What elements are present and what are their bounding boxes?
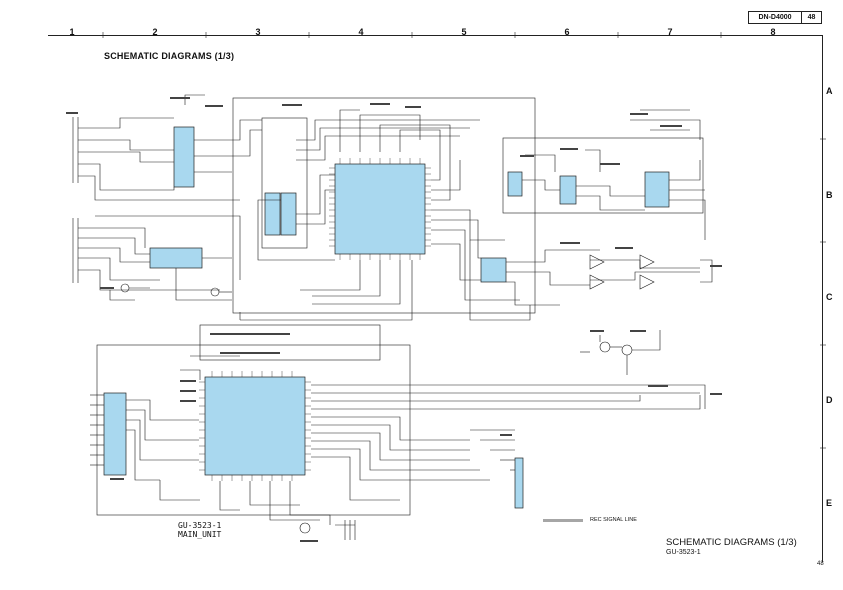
bottom-title: SCHEMATIC DIAGRAMS (1/3) [666, 537, 797, 548]
column-label-5: 5 [461, 27, 467, 37]
header-page-number: 48 [802, 11, 822, 24]
label-marks [66, 97, 722, 542]
row-label-e: E [826, 498, 833, 508]
ic-buffer-a [173, 126, 195, 188]
frame [48, 32, 826, 562]
row-label-a: A [826, 86, 833, 96]
ic-main-processor-upper [334, 163, 426, 255]
ic-main-processor-lower [204, 376, 306, 476]
column-label-1: 1 [69, 27, 75, 37]
row-label-d: D [826, 395, 833, 405]
ic-memory-a [280, 192, 297, 236]
footer-page-number: 48 [817, 561, 824, 567]
page-title: SCHEMATIC DIAGRAMS (1/3) [104, 51, 235, 61]
ic-adc [644, 171, 670, 208]
ic-opamp-a [559, 175, 577, 205]
ic-memory-b [264, 192, 281, 236]
ic-buffer-b [103, 392, 127, 476]
column-label-2: 2 [152, 27, 158, 37]
ic-chips [103, 126, 670, 509]
column-label-6: 6 [564, 27, 570, 37]
ic-opamp-b [480, 257, 507, 283]
unit-label-board: GU-3523-1 [178, 521, 222, 530]
row-label-b: B [826, 190, 833, 200]
unit-label-name: MAIN_UNIT [178, 530, 222, 539]
rec-signal-legend-label: REC SIGNAL LINE [590, 517, 637, 523]
column-label-4: 4 [358, 27, 364, 37]
wiring [72, 94, 713, 540]
rec-signal-line-sample [543, 519, 583, 522]
column-label-8: 8 [770, 27, 776, 37]
ic-driver [149, 247, 203, 269]
column-label-7: 7 [667, 27, 673, 37]
chip-pins [199, 158, 431, 481]
ic-small-a [507, 171, 523, 197]
column-label-3: 3 [255, 27, 261, 37]
ic-connector-bank [514, 457, 524, 509]
board-number: GU-3523-1 [666, 549, 701, 556]
model-number: DN-D4000 [748, 11, 802, 24]
row-label-c: C [826, 292, 833, 302]
